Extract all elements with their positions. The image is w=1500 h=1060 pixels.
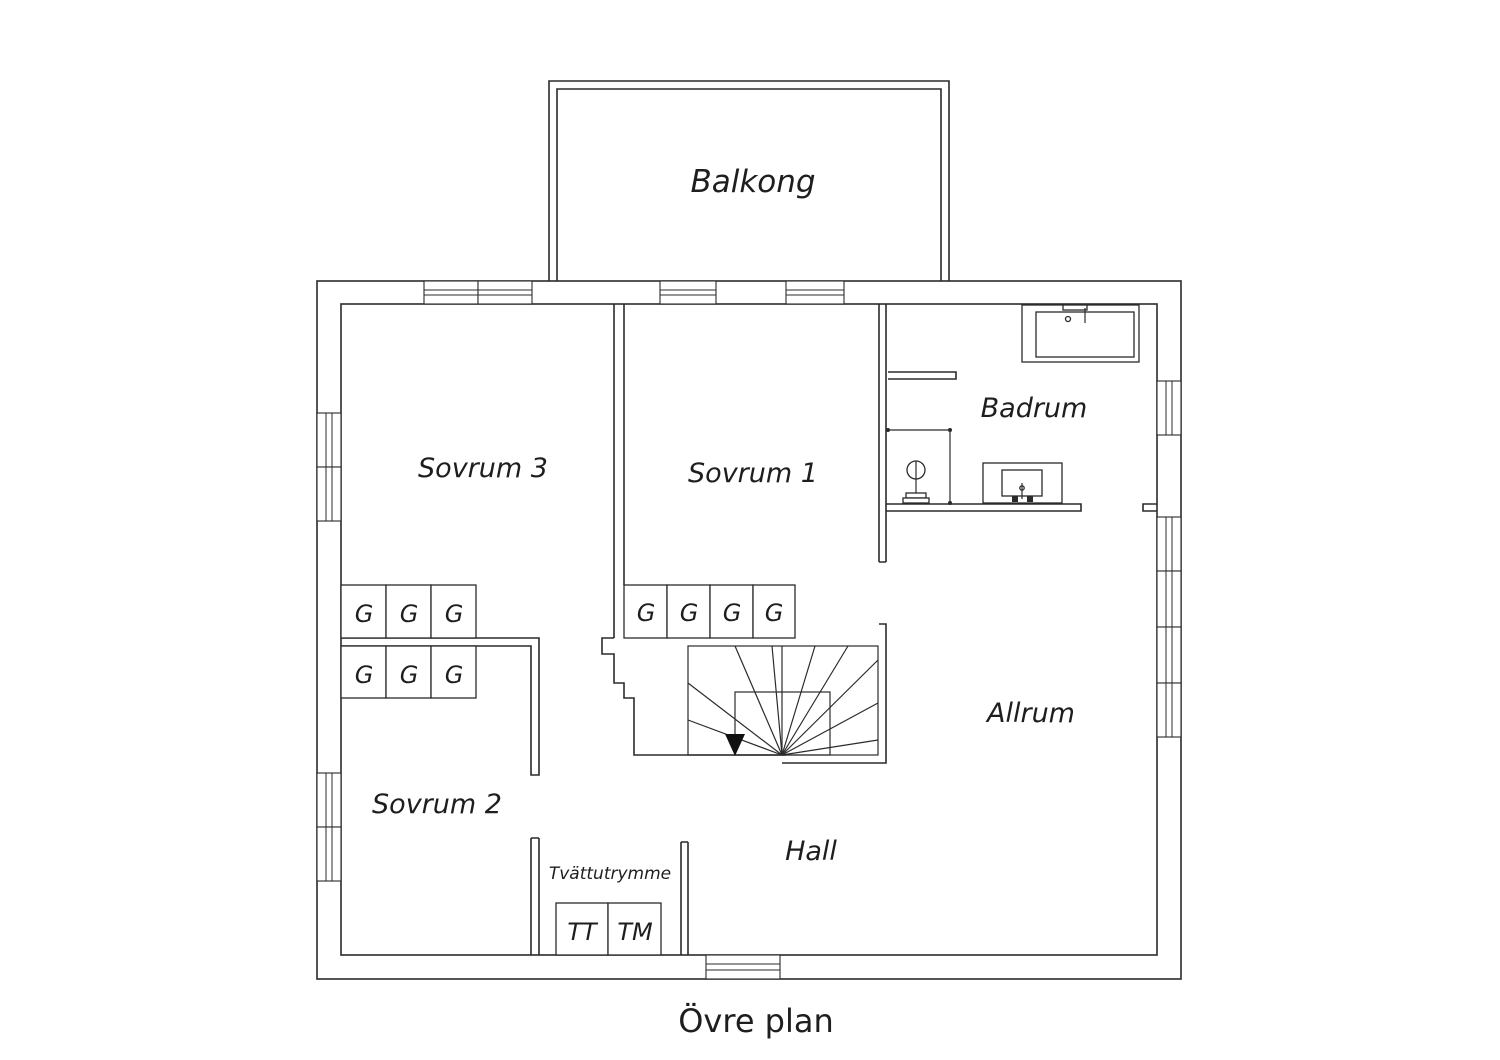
staircase bbox=[601, 623, 887, 764]
window-right-3 bbox=[1156, 570, 1182, 628]
wardrobe-label: G bbox=[637, 599, 656, 627]
interior-walls bbox=[341, 304, 1157, 955]
room-label-tvattutrymme: Tvättutrymme bbox=[549, 864, 671, 884]
wardrobe-label: G bbox=[355, 600, 374, 628]
wardrobe-label: G bbox=[445, 600, 464, 628]
sink-icon bbox=[982, 462, 1063, 504]
window-top-3 bbox=[659, 280, 717, 305]
wardrobe-label: G bbox=[355, 661, 374, 689]
window-right-2 bbox=[1156, 516, 1182, 572]
wardrobe-label: G bbox=[400, 661, 419, 689]
room-label-badrum: Badrum bbox=[981, 393, 1088, 424]
wardrobe-label: G bbox=[723, 599, 742, 627]
stair-direction-arrow bbox=[725, 734, 745, 756]
window-left-2 bbox=[316, 466, 342, 522]
wardrobe-label: G bbox=[765, 599, 784, 627]
wardrobe-label: G bbox=[445, 661, 464, 689]
wardrobes-sovrum-2: G G G bbox=[340, 645, 477, 699]
window-top-4 bbox=[785, 280, 845, 305]
room-label-sovrum-3: Sovrum 3 bbox=[418, 453, 548, 484]
shower-icon bbox=[886, 428, 952, 505]
window-top-2 bbox=[477, 280, 533, 305]
laundry-appliances: TT TM bbox=[555, 902, 662, 956]
wardrobes-sovrum-1: G G G G bbox=[623, 584, 796, 639]
room-labels: Balkong Sovrum 3 Sovrum 1 Badrum Allrum … bbox=[372, 164, 1087, 884]
room-label-balkong: Balkong bbox=[690, 164, 815, 200]
wardrobe-label: G bbox=[400, 600, 419, 628]
wardrobe-label: G bbox=[680, 599, 699, 627]
wardrobes-sovrum-3: G G G bbox=[340, 584, 477, 639]
dryer-label: TM bbox=[617, 918, 653, 946]
bathroom-fixtures bbox=[886, 304, 1140, 505]
bathtub-icon bbox=[1021, 304, 1140, 363]
room-label-sovrum-1: Sovrum 1 bbox=[688, 458, 818, 489]
window-left-3 bbox=[316, 772, 342, 828]
room-label-sovrum-2: Sovrum 2 bbox=[372, 789, 502, 820]
room-label-allrum: Allrum bbox=[985, 698, 1075, 729]
window-left-1 bbox=[316, 412, 342, 468]
window-bottom bbox=[705, 954, 781, 980]
window-right-5 bbox=[1156, 682, 1182, 738]
washer-label: TT bbox=[567, 918, 599, 946]
plan-title: Övre plan bbox=[678, 1002, 834, 1040]
window-left-4 bbox=[316, 826, 342, 882]
window-right-1 bbox=[1156, 380, 1182, 436]
window-top-1 bbox=[423, 280, 479, 305]
window-right-4 bbox=[1156, 626, 1182, 684]
balcony bbox=[548, 80, 950, 281]
room-label-hall: Hall bbox=[785, 836, 837, 867]
windows bbox=[316, 280, 1182, 980]
